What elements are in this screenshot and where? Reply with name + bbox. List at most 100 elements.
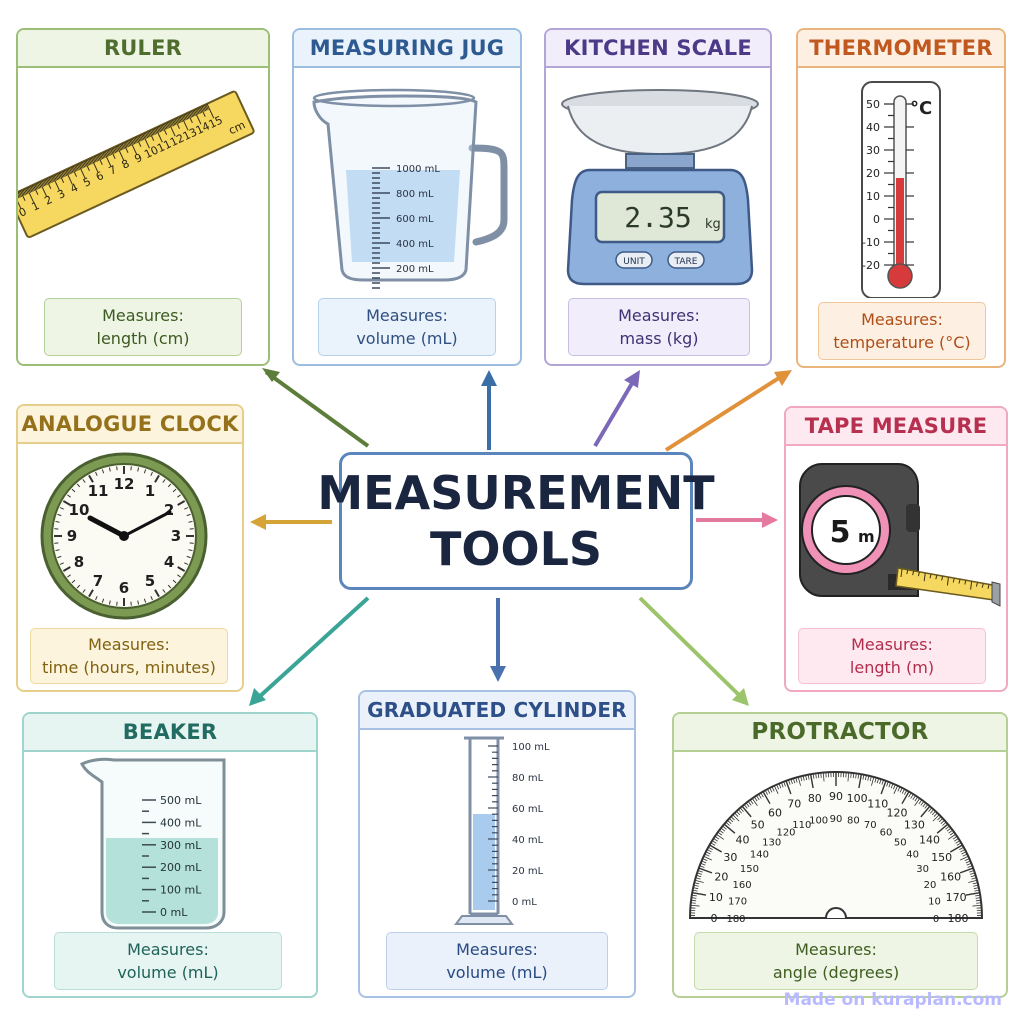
thermometer-scale-label: 40 — [866, 121, 880, 134]
clock-number: 2 — [164, 501, 174, 519]
cylinder-scale-label: 40 mL — [512, 835, 544, 846]
protractor-outer-label: 100 — [847, 792, 868, 805]
clock-number: 9 — [67, 527, 77, 545]
protractor-inner-label: 140 — [750, 850, 769, 861]
protractor-inner-label: 90 — [830, 814, 843, 825]
protractor-outer-label: 70 — [787, 797, 801, 810]
tape-size: 5 — [830, 515, 851, 550]
card-ruler-measures: Measures: length (cm) — [44, 298, 242, 356]
protractor-inner-label: 100 — [809, 816, 828, 827]
thermometer-scale-label: 30 — [866, 144, 880, 157]
arrow-protractor — [638, 596, 742, 698]
arrow-tape-head — [762, 512, 778, 528]
beaker-scale-label: 0 mL — [160, 906, 188, 919]
jug-scale-label: 1000 mL — [396, 164, 440, 175]
protractor-inner-label: 50 — [894, 837, 907, 848]
cylinder-scale-label: 100 mL — [512, 742, 550, 753]
clock-number: 5 — [145, 572, 155, 590]
ruler-tick-label: 9 — [133, 151, 145, 166]
card-clock-measures: Measures: time (hours, minutes) — [30, 628, 228, 684]
protractor-inner-label: 130 — [762, 837, 781, 848]
ruler-tick-label: 2 — [42, 193, 54, 208]
ruler-tick-label: 4 — [68, 181, 80, 196]
ruler-tick-label: 15 — [207, 113, 225, 131]
jug-scale-label: 600 mL — [396, 214, 434, 225]
card-protractor-measures: Measures: angle (degrees) — [694, 932, 978, 990]
arrow-ruler-head — [262, 368, 280, 382]
card-scale-title: KITCHEN SCALE — [546, 30, 770, 68]
cylinder-measures-value: volume (mL) — [446, 963, 548, 982]
protractor-outer-label: 90 — [829, 790, 843, 803]
cylinder-scale-label: 60 mL — [512, 804, 544, 815]
arrow-scale — [593, 378, 636, 448]
thermometer-scale-label: 50 — [866, 98, 880, 111]
scale-illustration: 2.35 kg UNIT TARE — [561, 89, 759, 286]
card-tape-measures: Measures: length (m) — [798, 628, 986, 684]
tape-unit: m — [858, 527, 875, 546]
card-beaker-measures: Measures: volume (mL) — [54, 932, 282, 990]
jug-measures-label: Measures: — [366, 306, 448, 325]
protractor-inner-label: 180 — [726, 914, 745, 925]
clock-measures-value: time (hours, minutes) — [42, 658, 216, 677]
scale-unit-button: UNIT — [623, 257, 645, 267]
arrow-jug-head — [481, 370, 497, 386]
clock-number: 6 — [119, 579, 129, 597]
thermometer-measures-label: Measures: — [861, 310, 943, 329]
clock-measures-label: Measures: — [88, 635, 170, 654]
card-tape-title: TAPE MEASURE — [786, 408, 1006, 446]
beaker-measures-value: volume (mL) — [117, 963, 219, 982]
ruler-tick-label: 7 — [107, 163, 119, 178]
protractor-outer-label: 130 — [904, 819, 925, 832]
card-clock-title: ANALOGUE CLOCK — [18, 406, 242, 444]
protractor-outer-label: 80 — [808, 792, 822, 805]
arrow-clock-head — [250, 514, 266, 530]
card-thermometer-measures: Measures: temperature (°C) — [818, 302, 986, 360]
center-title-line2: TOOLS — [429, 522, 603, 576]
protractor-outer-label: 60 — [768, 806, 782, 819]
protractor-outer-label: 0 — [711, 912, 718, 925]
tape-measures-label: Measures: — [851, 635, 933, 654]
arrow-thermometer — [664, 374, 784, 452]
protractor-outer-label: 120 — [887, 806, 908, 819]
beaker-measures-label: Measures: — [127, 940, 209, 959]
arrow-thermometer-head — [774, 370, 792, 386]
beaker-scale-label: 400 mL — [160, 816, 202, 829]
ruler-tick-label: 10 — [142, 143, 160, 161]
ruler-tick-label: 13 — [181, 125, 199, 143]
arrow-scale-head — [624, 370, 640, 388]
ruler-tick-label: 14 — [194, 119, 212, 137]
clock-number: 11 — [88, 482, 109, 500]
jug-scale-label: 400 mL — [396, 239, 434, 250]
jug-scale-label: 0 mL — [396, 289, 421, 290]
protractor-inner-label: 70 — [864, 820, 877, 831]
cylinder-scale-label: 0 mL — [512, 897, 537, 908]
clock-number: 3 — [171, 527, 181, 545]
thermometer-scale-label: 0 — [873, 213, 880, 226]
ruler-tick-label: 6 — [94, 169, 106, 184]
cylinder-scale-label: 20 mL — [512, 866, 544, 877]
ruler-tick-label: 8 — [120, 157, 132, 172]
thermometer-measures-value: temperature (°C) — [833, 333, 971, 352]
protractor-inner-label: 80 — [847, 816, 860, 827]
protractor-inner-label: 10 — [928, 897, 941, 908]
ruler-tick-label: 11 — [155, 137, 173, 155]
clock-number: 4 — [164, 553, 174, 571]
thermometer-scale-label: -20 — [862, 259, 880, 272]
cylinder-measures-label: Measures: — [456, 940, 538, 959]
card-cylinder-measures: Measures: volume (mL) — [386, 932, 608, 990]
arrow-beaker — [256, 596, 370, 700]
jug-scale-label: 800 mL — [396, 189, 434, 200]
protractor-outer-label: 140 — [919, 834, 940, 847]
ruler-measures-value: length (cm) — [96, 329, 190, 348]
card-ruler-title: RULER — [18, 30, 268, 68]
cylinder-scale-label: 80 mL — [512, 773, 544, 784]
scale-measures-value: mass (kg) — [619, 329, 699, 348]
